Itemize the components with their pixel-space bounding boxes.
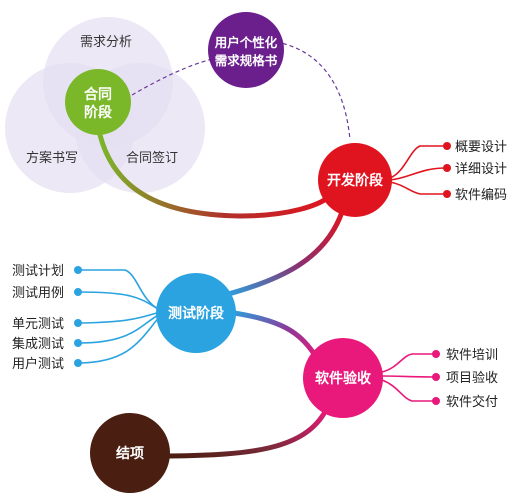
node-requirements-doc-label-line1: 用户个性化	[214, 35, 278, 50]
node-testing-label: 测试阶段	[168, 305, 224, 322]
node-contract-label-line1: 合同	[84, 86, 112, 103]
development-children: 概要设计 详细设计 软件编码	[389, 140, 507, 203]
node-acceptance-label: 软件验收	[315, 370, 372, 387]
branch-acceptance-to-closure	[167, 407, 329, 459]
acc-child-delivery: 软件交付	[446, 394, 498, 410]
acc-child-dot-2	[432, 373, 440, 381]
test-connector	[79, 269, 161, 364]
acceptance-children: 软件培训 项目验收 软件交付	[381, 347, 498, 410]
dev-child-overview-design: 概要设计	[455, 140, 507, 155]
dev-child-dot-1	[443, 142, 451, 150]
test-child-dot-2	[74, 288, 82, 296]
node-testing-circle	[156, 273, 236, 353]
test-child-integration-test: 集成测试	[12, 336, 64, 352]
acc-child-training: 软件培训	[446, 347, 498, 363]
node-testing-stage: 测试阶段	[156, 273, 236, 353]
node-requirements-doc-circle	[208, 12, 284, 88]
node-contract-circle	[65, 69, 131, 135]
dev-child-detailed-design: 详细设计	[455, 162, 507, 177]
node-acceptance-circle	[303, 338, 383, 418]
acc-child-dot-3	[432, 397, 440, 405]
acc-child-project-acceptance: 项目验收	[446, 370, 498, 386]
test-child-unit-test: 单元测试	[12, 317, 64, 332]
dev-child-dot-3	[443, 190, 451, 198]
branch-contract-to-development	[95, 123, 333, 219]
test-child-dot-3	[74, 319, 82, 327]
test-child-dot-1	[74, 266, 82, 274]
test-child-test-plan: 测试计划	[12, 264, 64, 279]
test-child-user-test: 用户测试	[12, 356, 64, 372]
dev-connector	[389, 145, 447, 195]
node-requirements-doc: 用户个性化 需求规格书	[208, 12, 284, 88]
test-child-dot-5	[74, 359, 82, 367]
testing-children: 测试计划 测试用例 单元测试 集成测试 用户测试	[12, 264, 161, 372]
node-development-circle	[318, 143, 392, 217]
node-acceptance-stage: 软件验收	[303, 338, 383, 418]
node-closure-stage: 结项	[90, 413, 170, 493]
dev-child-coding: 软件编码	[455, 188, 507, 203]
acc-connector	[381, 353, 435, 402]
acc-child-dot-1	[432, 350, 440, 358]
petal-label-contract-signing: 合同签订	[126, 150, 178, 166]
node-contract-label-line2: 阶段	[84, 104, 112, 121]
test-child-test-cases: 测试用例	[12, 286, 64, 301]
test-child-dot-4	[74, 339, 82, 347]
branch-development-to-testing	[222, 209, 345, 298]
node-development-label: 开发阶段	[327, 172, 383, 189]
branch-testing-to-acceptance	[225, 309, 321, 363]
node-closure-label: 结项	[116, 445, 144, 462]
petal-label-proposal-writing: 方案书写	[26, 150, 78, 166]
node-contract-stage: 合同 阶段	[65, 69, 131, 135]
node-requirements-doc-label-line2: 需求规格书	[215, 53, 278, 68]
node-closure-circle	[90, 413, 170, 493]
dev-child-dot-2	[443, 164, 451, 172]
node-development-stage: 开发阶段	[318, 143, 392, 217]
petal-label-requirements-analysis: 需求分析	[80, 35, 132, 50]
